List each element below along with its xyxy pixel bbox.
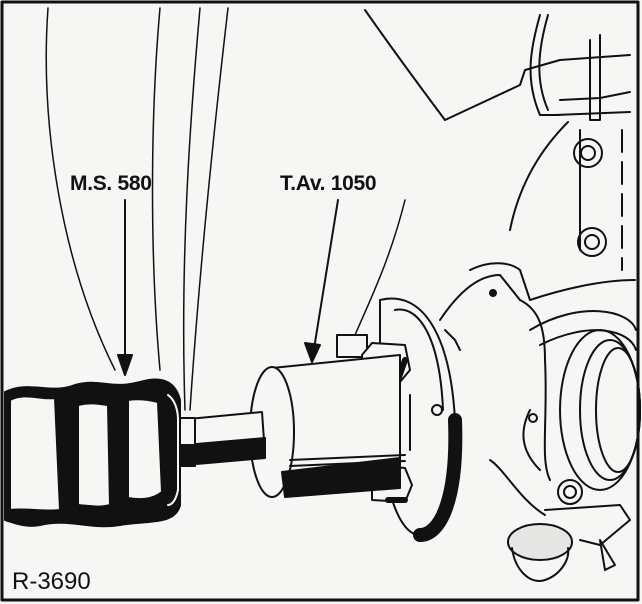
steering-knuckle xyxy=(364,9,641,582)
figure-id: R-3690 xyxy=(12,568,91,595)
slide-hammer-shaft xyxy=(174,411,266,467)
arrow-tav1050 xyxy=(304,199,339,363)
arrow-ms580 xyxy=(117,199,133,376)
hub-puller-cylinder xyxy=(249,354,411,498)
label-ms580: M.S. 580 xyxy=(70,172,152,195)
label-tav1050: T.Av. 1050 xyxy=(280,172,377,195)
slide-hammer-handle xyxy=(4,378,181,528)
